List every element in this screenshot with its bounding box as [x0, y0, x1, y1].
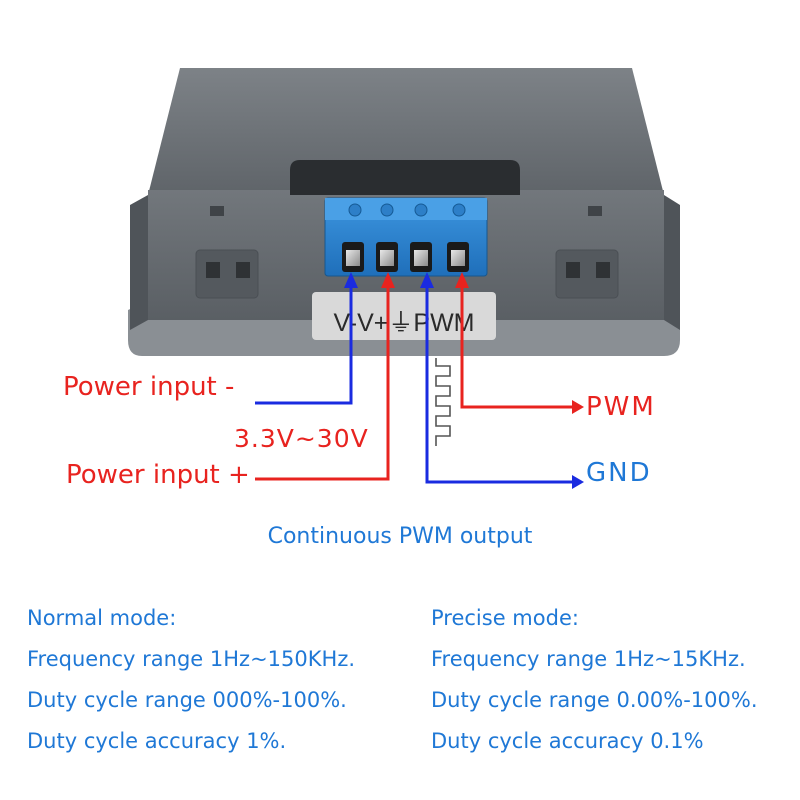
- label-power-input-negative: Power input -: [63, 372, 235, 402]
- terminal-label-plate: V-V+⏚PWM: [312, 292, 496, 340]
- wire-power-positive: [255, 272, 395, 481]
- caption: Continuous PWM output: [267, 524, 533, 549]
- label-gnd: GND: [586, 458, 652, 488]
- normal-mode-frequency: Frequency range 1Hz~150KHz.: [27, 647, 356, 671]
- wire-pwm: [455, 272, 584, 414]
- normal-mode-title: Normal mode:: [27, 606, 177, 630]
- terminal-label: V-V+⏚PWM: [334, 309, 475, 337]
- precise-mode-specs: Precise mode: Frequency range 1Hz~15KHz.…: [431, 598, 758, 762]
- precise-mode-title: Precise mode:: [431, 606, 579, 630]
- wire-gnd: [420, 272, 584, 489]
- label-voltage-range: 3.3V~30V: [234, 424, 369, 453]
- module-diagram: V-V+⏚PWM: [128, 68, 680, 489]
- wire-power-negative: [255, 272, 358, 405]
- precise-mode-frequency: Frequency range 1Hz~15KHz.: [431, 647, 746, 671]
- label-power-input-positive: Power input +: [66, 460, 250, 490]
- precise-mode-duty-range: Duty cycle range 0.00%-100%.: [431, 688, 758, 712]
- pwm-waveform-icon: [435, 358, 451, 446]
- terminal-block: [324, 197, 488, 277]
- precise-mode-duty-accuracy: Duty cycle accuracy 0.1%: [431, 729, 704, 753]
- label-pwm: PWM: [586, 392, 656, 422]
- normal-mode-duty-range: Duty cycle range 000%-100%.: [27, 688, 347, 712]
- normal-mode-duty-accuracy: Duty cycle accuracy 1%.: [27, 729, 287, 753]
- normal-mode-specs: Normal mode: Frequency range 1Hz~150KHz.…: [27, 598, 355, 762]
